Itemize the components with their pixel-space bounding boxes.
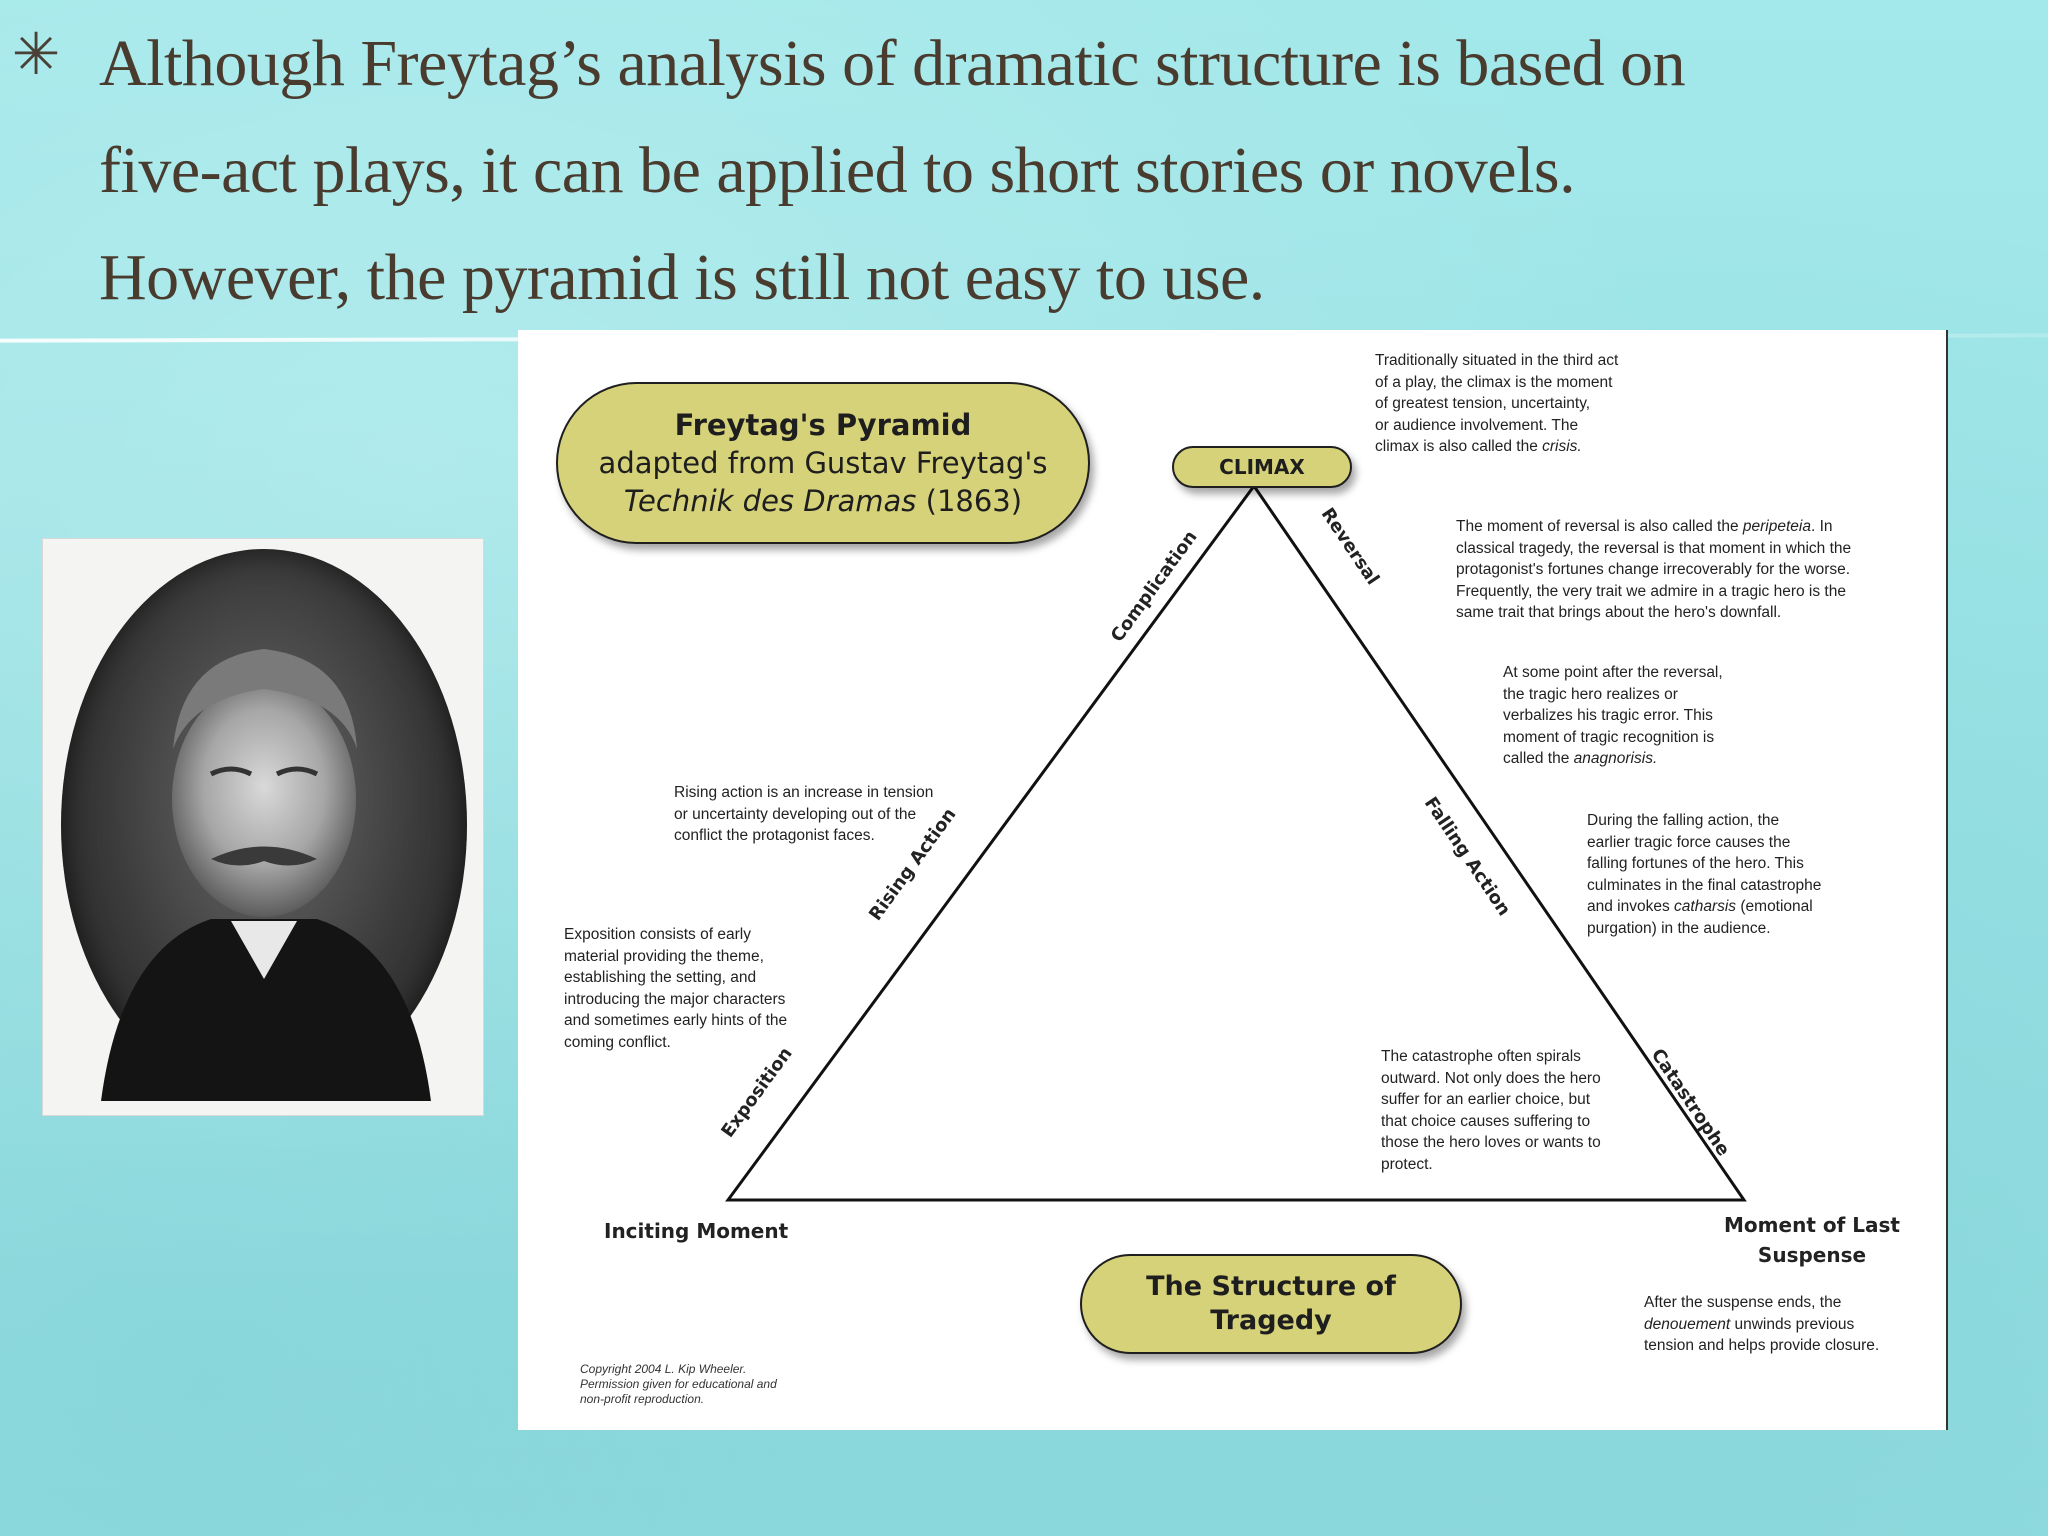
note-denouement-italic: denouement (1644, 1315, 1731, 1333)
note-climax-line: climax is also called the crisis. (1375, 436, 1618, 458)
title-pill-italic: Technik des Dramas (623, 484, 917, 518)
note-catastrophe-line: protect. (1381, 1155, 1433, 1173)
note-rising-action: Rising action is an increase in tension … (674, 782, 933, 847)
note-exposition-line: material providing the theme, (564, 947, 764, 965)
note-climax-line: or audience involvement. The (1375, 416, 1579, 434)
note-anagnorisis-line: verbalizes his tragic error. This (1503, 707, 1713, 725)
note-denouement-line: After the suspense ends, the (1644, 1294, 1842, 1311)
note-reversal-text: . In (1810, 518, 1833, 535)
note-climax-line: Traditionally situated in the third act (1375, 352, 1619, 369)
end-label-last-suspense-line-2: Suspense (1757, 1243, 1867, 1267)
structure-pill: The Structure of Tragedy (1080, 1254, 1462, 1354)
note-denouement-line: denouement unwinds previous (1644, 1314, 1879, 1336)
note-falling-action: During the falling action, the earlier t… (1587, 810, 1821, 940)
title-pill-year: (1863) (916, 484, 1023, 518)
triangle-outline (725, 483, 1747, 1202)
note-climax: Traditionally situated in the third act … (1375, 350, 1618, 458)
note-falling-line: and invokes catharsis (emotional (1587, 896, 1821, 918)
freytag-pyramid-diagram: Freytag's Pyramid adapted from Gustav Fr… (518, 330, 1948, 1430)
note-exposition-line: coming conflict. (564, 1033, 671, 1051)
note-rising-line: or uncertainty developing out of the (674, 805, 917, 823)
note-catastrophe-line: outward. Not only does the hero (1381, 1069, 1601, 1087)
headline-line-3: However, the pyramid is still not easy t… (99, 241, 1265, 314)
note-rising-line: Rising action is an increase in tension (674, 784, 934, 801)
note-exposition-line: introducing the major characters (564, 990, 786, 1008)
note-exposition-line: establishing the setting, and (564, 969, 757, 987)
note-falling-line: earlier tragic force causes the (1587, 833, 1791, 851)
note-anagnorisis-text: called the (1503, 750, 1574, 768)
note-exposition-line: Exposition consists of early (564, 926, 751, 943)
pyramid-triangle (725, 483, 1747, 1202)
note-climax-line: of greatest tension, uncertainty, (1375, 395, 1591, 413)
end-label-last-suspense: Moment of Last Suspense (1722, 1210, 1902, 1270)
note-falling-text: (emotional (1736, 898, 1813, 916)
note-falling-line: falling fortunes of the hero. This (1587, 855, 1804, 873)
note-falling-line: purgation) in the audience. (1587, 919, 1771, 937)
note-exposition: Exposition consists of early material pr… (564, 924, 787, 1054)
note-reversal-line: The moment of reversal is also called th… (1456, 516, 1851, 538)
note-anagnorisis-line: moment of tragic recognition is (1503, 728, 1715, 746)
note-catastrophe-line: suffer for an earlier choice, but (1381, 1091, 1591, 1109)
note-denouement-text: unwinds previous (1730, 1315, 1855, 1333)
note-falling-italic: catharsis (1674, 898, 1737, 916)
structure-pill-line-2: Tragedy (1210, 1305, 1332, 1336)
note-rising-line: conflict the protagonist faces. (674, 827, 875, 845)
note-reversal-line: classical tragedy, the reversal is that … (1456, 539, 1852, 557)
note-denouement: After the suspense ends, the denouement … (1644, 1292, 1879, 1357)
title-pill: Freytag's Pyramid adapted from Gustav Fr… (556, 382, 1090, 544)
headline-line-1: Although Freytag’s analysis of dramatic … (99, 27, 1686, 100)
title-pill-line-1: Freytag's Pyramid (674, 408, 972, 442)
title-pill-line-3: Technik des Dramas (1863) (624, 482, 1022, 520)
note-anagnorisis: At some point after the reversal, the tr… (1503, 662, 1723, 770)
note-reversal-line: protagonist's fortunes change irrecovera… (1456, 561, 1851, 579)
headline-line-2: five-act plays, it can be applied to sho… (99, 134, 1576, 207)
note-climax-line: of a play, the climax is the moment (1375, 373, 1613, 391)
portrait-oval-image (61, 549, 467, 1101)
note-exposition-line: and sometimes early hints of the (564, 1012, 788, 1030)
end-label-last-suspense-line-1: Moment of Last (1724, 1213, 1900, 1237)
note-anagnorisis-line: the tragic hero realizes or (1503, 685, 1678, 703)
climax-pill: CLIMAX (1172, 446, 1352, 488)
portrait-figure-drawing (101, 649, 431, 1101)
note-climax-italic: crisis. (1542, 438, 1582, 456)
copyright-line: Copyright 2004 L. Kip Wheeler. (580, 1362, 747, 1376)
note-catastrophe-line: those the hero loves or wants to (1381, 1134, 1601, 1152)
structure-pill-line-1: The Structure of (1146, 1271, 1396, 1302)
note-reversal: The moment of reversal is also called th… (1456, 516, 1851, 624)
note-anagnorisis-line: At some point after the reversal, (1503, 664, 1723, 681)
note-reversal-text: The moment of reversal is also called th… (1456, 518, 1743, 535)
freytag-portrait (42, 538, 484, 1116)
note-denouement-line: tension and helps provide closure. (1644, 1337, 1880, 1355)
copyright-line: non-profit reproduction. (580, 1392, 705, 1406)
bullet-asterisk-icon: ✳ (11, 20, 61, 88)
note-reversal-line: same trait that brings about the hero's … (1456, 604, 1782, 622)
note-climax-text: climax is also called the (1375, 438, 1543, 456)
note-reversal-italic: peripeteia (1742, 518, 1811, 535)
end-label-inciting-moment: Inciting Moment (604, 1219, 789, 1243)
note-anagnorisis-line: called the anagnorisis. (1503, 748, 1723, 770)
title-pill-line-2: adapted from Gustav Freytag's (598, 446, 1048, 480)
note-falling-text: and invokes (1587, 898, 1675, 916)
copyright-notice: Copyright 2004 L. Kip Wheeler. Permissio… (580, 1362, 777, 1407)
note-anagnorisis-italic: anagnorisis. (1573, 750, 1658, 768)
note-catastrophe: The catastrophe often spirals outward. N… (1381, 1046, 1601, 1176)
note-catastrophe-line: that choice causes suffering to (1381, 1112, 1591, 1130)
copyright-line: Permission given for educational and (580, 1377, 777, 1391)
note-reversal-line: Frequently, the very trait we admire in … (1456, 582, 1846, 600)
slide-headline: Although Freytag’s analysis of dramatic … (99, 10, 1959, 331)
note-falling-line: culminates in the final catastrophe (1587, 876, 1822, 894)
note-catastrophe-line: The catastrophe often spirals (1381, 1048, 1581, 1065)
note-falling-line: During the falling action, the (1587, 812, 1780, 829)
